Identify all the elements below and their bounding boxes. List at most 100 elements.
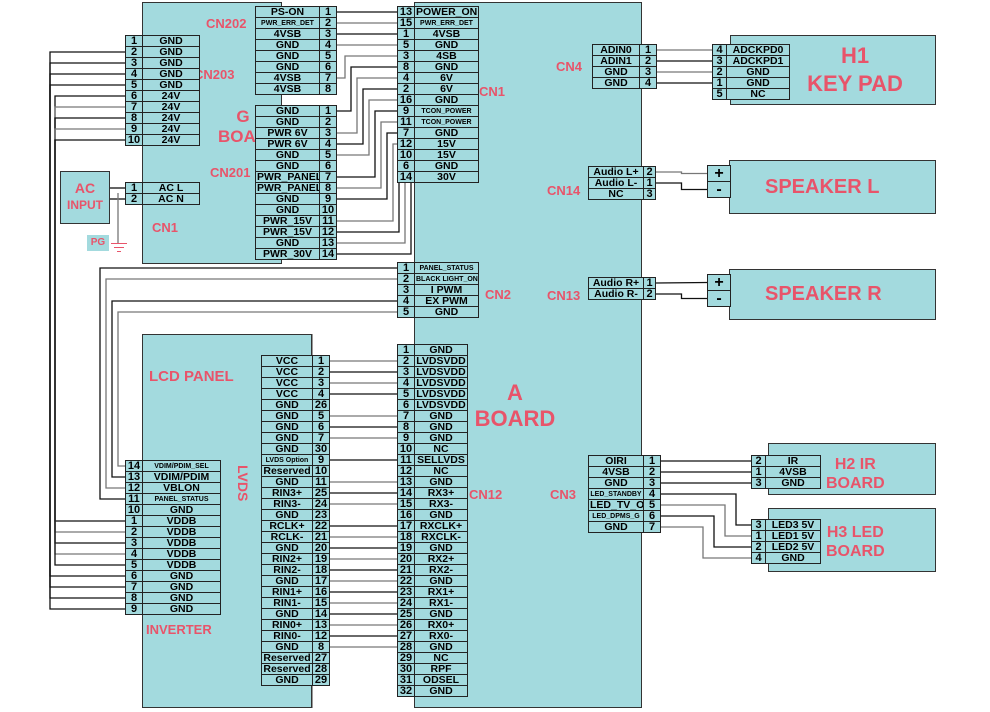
pin-signal: LVDSVDD <box>414 399 468 411</box>
pin-signal: GND <box>142 68 200 80</box>
pin-number: 17 <box>397 520 415 532</box>
lvds-pin-row: RIN0-12 <box>261 630 330 642</box>
pin-number: 5 <box>397 39 415 51</box>
pin-number: 10 <box>397 443 415 455</box>
pin-signal: GND <box>588 521 644 533</box>
pin-number: 1 <box>751 466 766 478</box>
pin-number: 6 <box>319 61 337 73</box>
pin-signal: IR <box>765 455 821 467</box>
lvds-pin-row: RIN3+25 <box>261 487 330 499</box>
wire-cn3-h3 <box>661 515 751 548</box>
pin-signal: EX PWM <box>414 295 479 307</box>
pin-signal: GND <box>414 344 468 356</box>
pin-signal: GND <box>414 608 468 620</box>
pin-signal: ODSEL <box>414 674 468 686</box>
wire-cn201-cn1 <box>337 99 397 156</box>
wire-cn203-inverter-gnd <box>49 84 125 610</box>
pin-number: 8 <box>125 112 143 124</box>
pin-signal: GND <box>142 581 221 593</box>
pin-number: 1 <box>397 344 415 356</box>
pin-number: 12 <box>319 226 337 238</box>
pin-number: 9 <box>397 432 415 444</box>
cn3-pin-row: LED_TV_ON5 <box>588 499 661 511</box>
pin-signal: 24V <box>142 123 200 135</box>
pin-number: 20 <box>312 542 330 554</box>
pin-signal: GND <box>255 39 320 51</box>
pin-signal: RXCLK- <box>414 531 468 543</box>
pin-number: 5 <box>712 88 727 100</box>
pin-signal: GND <box>414 641 468 653</box>
wire-cn201-cn1 <box>337 110 397 178</box>
pin-number: 3 <box>319 127 337 139</box>
pin-number: 6 <box>397 160 415 172</box>
pin-number: 25 <box>312 487 330 499</box>
pin-signal: LVDSVDD <box>414 388 468 400</box>
pin-number: 21 <box>397 564 415 576</box>
lvds-pin-row: RIN1-15 <box>261 597 330 609</box>
pin-number: 4 <box>319 138 337 150</box>
pin-number: 4 <box>312 388 330 400</box>
pin-number: 9 <box>397 105 415 117</box>
pin-number: 7 <box>312 432 330 444</box>
pin-number: 1 <box>643 455 661 467</box>
wire-cn201-cn1 <box>337 132 397 200</box>
pin-number: 1 <box>643 277 656 289</box>
pin-number: 5 <box>125 79 143 91</box>
pin-number: 14 <box>312 608 330 620</box>
pin-signal: 24V <box>142 101 200 113</box>
pin-number: 11 <box>312 476 330 488</box>
lvds-pin-row: RCLK+22 <box>261 520 330 532</box>
h3-title-line2: BOARD <box>826 543 885 560</box>
pin-signal: 4SB <box>414 50 479 62</box>
lvds-pin-row: RCLK-21 <box>261 531 330 543</box>
pin-number: 9 <box>125 123 143 135</box>
pin-number: 8 <box>319 83 337 95</box>
pin-number: 7 <box>319 72 337 84</box>
pin-signal: GND <box>261 399 313 411</box>
lvds-pin-row: RIN1+16 <box>261 586 330 598</box>
pin-signal: VDDB <box>142 559 221 571</box>
pin-number: 1 <box>125 35 143 47</box>
pin-number: 11 <box>397 116 415 128</box>
pin-signal: 15V <box>414 138 479 150</box>
h1-title: H1 KEY PAD <box>780 42 930 98</box>
pin-signal: GND <box>588 477 644 489</box>
pin-signal: Audio L+ <box>588 166 644 178</box>
pin-number: 13 <box>125 471 143 483</box>
pin-signal: GND <box>414 509 468 521</box>
